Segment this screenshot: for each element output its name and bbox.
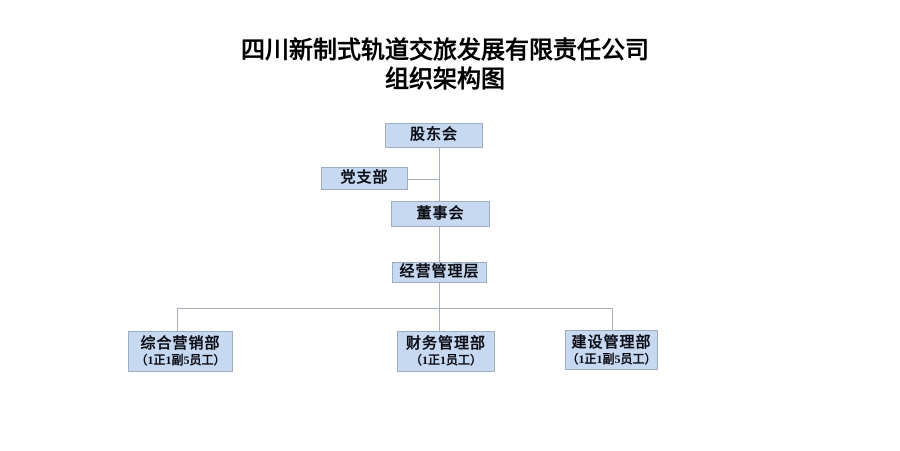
connector-departments-bus (177, 308, 612, 309)
chart-title: 四川新制式轨道交旅发展有限责任公司 组织架构图 (0, 36, 890, 94)
org-box-shareholders: 股东会 (385, 123, 483, 148)
org-box-marketing-dept-label: 综合营销部 (140, 336, 221, 352)
org-box-board-label: 董事会 (416, 205, 465, 222)
connector-marketing-drop (177, 308, 178, 331)
org-box-construction-dept-headcount: （1正1副5员工） (566, 351, 657, 366)
org-box-marketing-dept-headcount: （1正1副5员工） (135, 353, 226, 367)
connector-management-departments (439, 283, 440, 308)
chart-title-line2: 组织架构图 (385, 65, 505, 93)
org-box-shareholders-label: 股东会 (409, 127, 458, 143)
org-box-finance-dept-label: 财务管理部 (405, 336, 486, 352)
connector-construction-drop (612, 308, 613, 330)
org-box-party-branch-label: 党支部 (340, 170, 389, 186)
org-box-board: 董事会 (391, 201, 490, 227)
org-box-management-label: 经营管理层 (399, 264, 480, 280)
chart-title-line1: 四川新制式轨道交旅发展有限责任公司 (241, 36, 649, 64)
connector-party-branch (408, 179, 439, 180)
connector-finance-drop (439, 308, 440, 331)
connector-board-management (439, 227, 440, 262)
org-box-finance-dept: 财务管理部 （1正1员工） (397, 331, 495, 372)
org-box-marketing-dept: 综合营销部 （1正1副5员工） (128, 331, 233, 372)
org-box-management: 经营管理层 (392, 262, 487, 283)
connector-shareholders-board (439, 147, 440, 201)
org-box-party-branch: 党支部 (321, 167, 408, 190)
org-box-finance-dept-headcount: （1正1员工） (409, 353, 482, 367)
org-box-construction-dept: 建设管理部 （1正1副5员工） (565, 330, 658, 370)
org-box-construction-dept-label: 建设管理部 (571, 334, 652, 351)
